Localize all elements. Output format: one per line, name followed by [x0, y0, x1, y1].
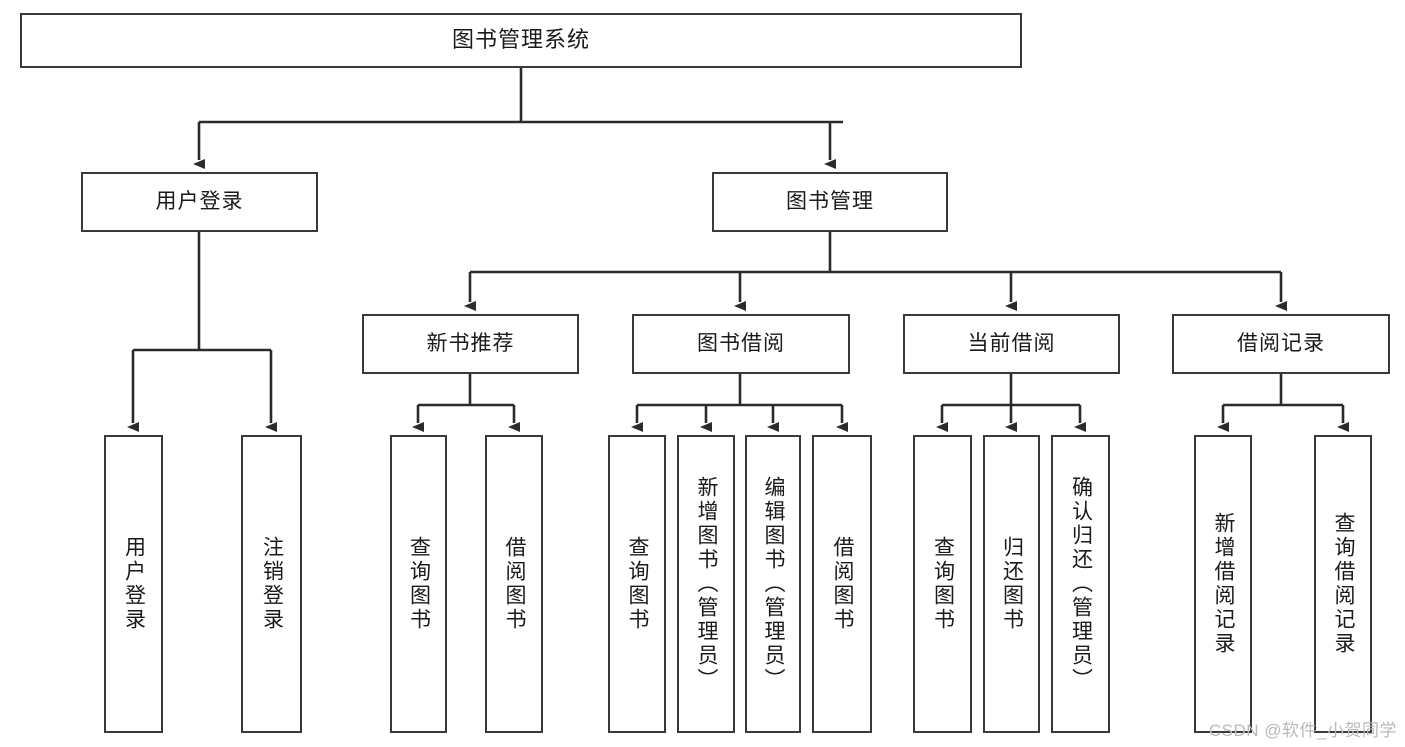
- leaf-query-book-new[interactable]: 查询图书: [390, 435, 447, 733]
- leaf-label: 借阅图书: [831, 536, 855, 632]
- leaf-label: 归还图书: [1000, 536, 1024, 632]
- leaf-query-borrow-record[interactable]: 查询借阅记录: [1314, 435, 1372, 733]
- leaf-user-login[interactable]: 用户登录: [104, 435, 163, 733]
- leaf-borrow-book-new[interactable]: 借阅图书: [485, 435, 543, 733]
- leaf-label: 新增借阅记录: [1212, 512, 1236, 656]
- leaf-label: 查询图书: [407, 536, 431, 632]
- leaf-borrow-book[interactable]: 借阅图书: [812, 435, 872, 733]
- leaf-label: 查询借阅记录: [1332, 512, 1356, 656]
- node-root-system[interactable]: 图书管理系统: [20, 13, 1022, 68]
- leaf-label: 新增图书（管理员）: [695, 476, 719, 692]
- watermark-csdn: CSDN @软件_小贺同学: [1208, 721, 1397, 740]
- leaf-return-book[interactable]: 归还图书: [983, 435, 1040, 733]
- node-book-borrow[interactable]: 图书借阅: [632, 314, 850, 374]
- leaf-edit-book-admin[interactable]: 编辑图书（管理员）: [745, 435, 801, 733]
- node-current-borrow[interactable]: 当前借阅: [903, 314, 1120, 374]
- leaf-query-book-borrow[interactable]: 查询图书: [608, 435, 666, 733]
- leaf-label: 确认归还（管理员）: [1069, 476, 1093, 692]
- leaf-confirm-return-admin[interactable]: 确认归还（管理员）: [1051, 435, 1110, 733]
- leaf-label: 借阅图书: [503, 536, 527, 632]
- leaf-label: 用户登录: [122, 536, 146, 632]
- leaf-query-book-current[interactable]: 查询图书: [913, 435, 972, 733]
- leaf-label: 查询图书: [626, 536, 650, 632]
- leaf-add-borrow-record[interactable]: 新增借阅记录: [1194, 435, 1252, 733]
- leaf-add-book-admin[interactable]: 新增图书（管理员）: [677, 435, 735, 733]
- node-borrow-record[interactable]: 借阅记录: [1172, 314, 1390, 374]
- leaf-label: 编辑图书（管理员）: [762, 476, 786, 692]
- node-book-management[interactable]: 图书管理: [712, 172, 948, 232]
- node-user-login[interactable]: 用户登录: [81, 172, 318, 232]
- leaf-label: 查询图书: [931, 536, 955, 632]
- node-new-book-recommend[interactable]: 新书推荐: [362, 314, 579, 374]
- leaf-label: 注销登录: [260, 536, 284, 632]
- leaf-logout-login[interactable]: 注销登录: [241, 435, 302, 733]
